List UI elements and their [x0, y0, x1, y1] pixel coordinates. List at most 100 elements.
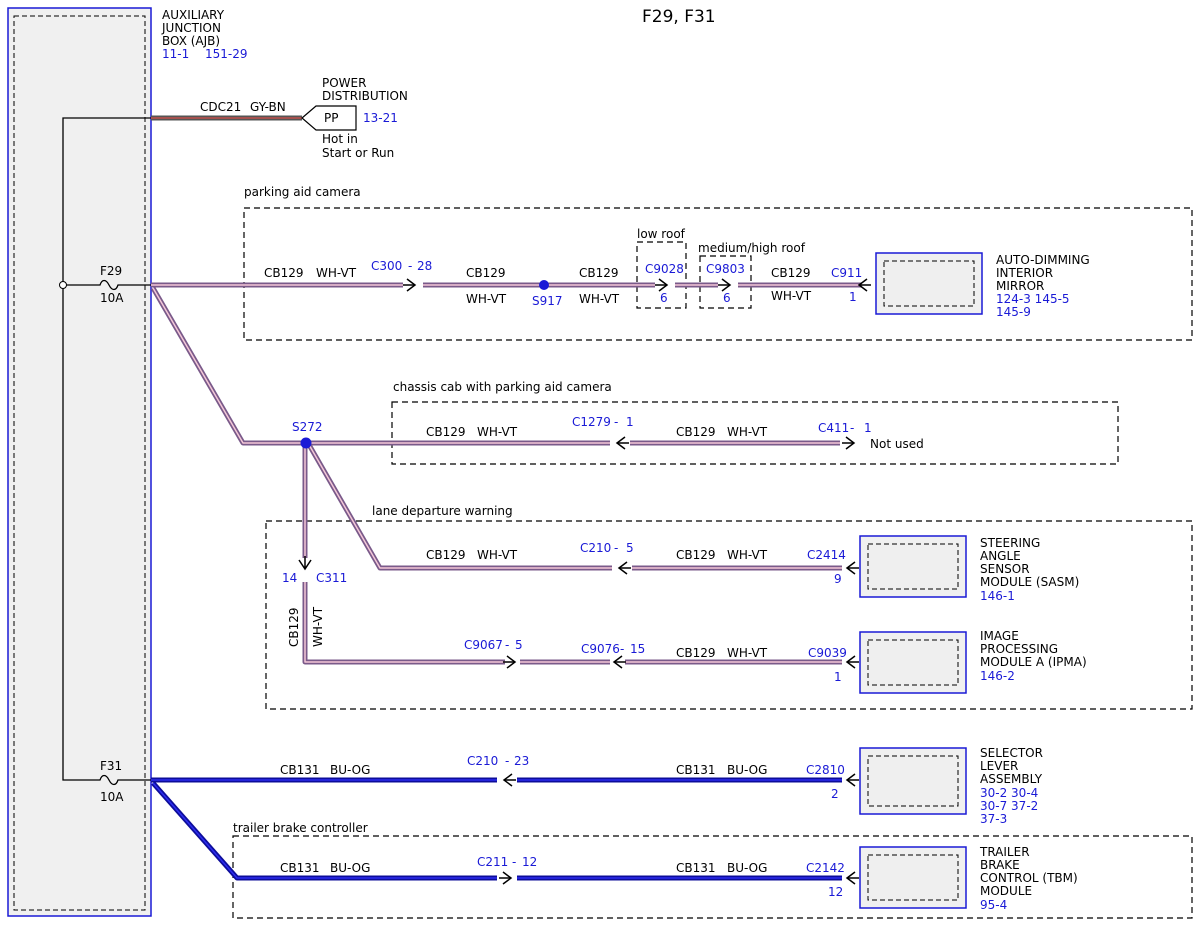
svg-text:-: -: [614, 541, 618, 555]
splice-s917-label: S917: [532, 294, 563, 308]
connector-c300-pin: 28: [417, 259, 432, 273]
wire-cb129-network: [150, 282, 862, 665]
power-label-2: DISTRIBUTION: [322, 89, 408, 103]
diagram-title: F29, F31: [642, 7, 716, 27]
svg-text:-: -: [505, 754, 509, 768]
mirror-label-2: INTERIOR: [996, 266, 1053, 280]
svg-text:-: -: [614, 415, 618, 429]
sasm-label-1: STEERING: [980, 536, 1040, 550]
ajb-ref-2: 151-29: [205, 47, 248, 61]
connector-c9067: C9067: [464, 638, 503, 652]
connector-c210-selector: C210: [467, 754, 498, 768]
parking-seg1-circuit: CB129: [264, 266, 304, 280]
chassis-not-used: Not used: [870, 437, 924, 451]
connector-c210-sasm: C210: [580, 541, 611, 555]
connector-c9028-pin: 6: [660, 291, 668, 305]
ajb-bus-node: [59, 281, 67, 289]
selector-seg1-color: BU-OG: [330, 763, 370, 777]
ipma-seg-color: WH-VT: [727, 646, 768, 660]
section-lane-label: lane departure warning: [372, 504, 513, 518]
connector-c9803: C9803: [706, 262, 745, 276]
power-ref: 13-21: [363, 111, 398, 125]
parking-seg2-color: WH-VT: [466, 292, 507, 306]
mirror-refs-1: 124-3 145-5: [996, 292, 1070, 306]
connector-c1279-pin: 1: [626, 415, 634, 429]
power-label-1: POWER: [322, 76, 366, 90]
wire-cdc21-color: GY-BN: [250, 100, 286, 114]
connector-c9076-pin: 15: [630, 642, 645, 656]
mirror-label-1: AUTO-DIMMING: [996, 253, 1090, 267]
parking-seg1-color: WH-VT: [316, 266, 357, 280]
connector-c2810-arrow: [846, 773, 860, 787]
sasm-label-2: ANGLE: [980, 549, 1021, 563]
fuse-f31-rating: 10A: [100, 790, 124, 804]
connector-c300: C300: [371, 259, 402, 273]
fuse-f29-symbol: [98, 279, 151, 291]
tbm-label-2: BRAKE: [980, 858, 1020, 872]
module-selector-inner: [867, 755, 959, 807]
connector-c210-sasm-arrow: [618, 561, 632, 575]
selector-label-1: SELECTOR: [980, 746, 1043, 760]
trailer-seg2-circuit: CB131: [676, 861, 716, 875]
connector-c1279-arrow: [616, 436, 630, 450]
parking-seg3-circuit: CB129: [579, 266, 619, 280]
connector-c2810: C2810: [806, 763, 845, 777]
wire-cdc21-circuit: CDC21: [200, 100, 241, 114]
ajb-label-3: BOX (AJB): [162, 34, 220, 48]
sasm-seg2-color: WH-VT: [727, 548, 768, 562]
svg-text:-: -: [620, 642, 624, 656]
connector-c2142-pin: 12: [828, 885, 843, 899]
splice-s272: [300, 437, 312, 449]
connector-c311-pin: 14: [282, 571, 297, 585]
connector-c211-arrow: [498, 871, 512, 885]
connector-c2142: C2142: [806, 861, 845, 875]
connector-c2414: C2414: [807, 548, 846, 562]
fuse-f31-name: F31: [100, 759, 122, 773]
module-tbm-inner: [867, 854, 959, 901]
chassis-seg2-circuit: CB129: [676, 425, 716, 439]
connector-c210-selector-arrow: [503, 773, 517, 787]
connector-c9028: C9028: [645, 262, 684, 276]
section-low-roof-box: [636, 241, 687, 309]
ajb-label-2: JUNCTION: [161, 21, 221, 35]
section-medium-roof-label: medium/high roof: [698, 241, 806, 255]
section-chassis-box: [391, 401, 1119, 465]
selector-seg1-circuit: CB131: [280, 763, 320, 777]
connector-c411-arrow: [841, 436, 855, 450]
connector-c2142-arrow: [846, 871, 860, 885]
connector-c311: C311: [316, 571, 347, 585]
connector-c2414-arrow: [846, 561, 860, 575]
section-parking-label: parking aid camera: [244, 185, 361, 199]
connector-c9028-arrow: [654, 278, 668, 292]
connector-c9803-arrow: [717, 278, 731, 292]
connector-c9039: C9039: [808, 646, 847, 660]
trailer-seg1-color: BU-OG: [330, 861, 370, 875]
tbm-label-4: MODULE: [980, 884, 1032, 898]
sasm-seg1-circuit: CB129: [426, 548, 466, 562]
ipma-label-3: MODULE A (IPMA): [980, 655, 1087, 669]
section-medium-roof-box: [699, 255, 752, 309]
power-note-1: Hot in: [322, 132, 358, 146]
ipma-seg-circuit: CB129: [676, 646, 716, 660]
connector-c311-arrow: [298, 556, 312, 571]
ajb-label-1: AUXILIARY: [162, 8, 225, 22]
connector-c9067-pin: 5: [515, 638, 523, 652]
selector-seg2-color: BU-OG: [727, 763, 767, 777]
selector-refs-2: 30-7 37-2: [980, 799, 1038, 813]
sasm-ref: 146-1: [980, 589, 1015, 603]
sasm-seg2-circuit: CB129: [676, 548, 716, 562]
sasm-label-3: SENSOR: [980, 562, 1030, 576]
splice-s917: [539, 280, 549, 290]
section-chassis-label: chassis cab with parking aid camera: [393, 380, 612, 394]
svg-text:-: -: [505, 638, 509, 652]
chassis-seg1-color: WH-VT: [477, 425, 518, 439]
power-note-2: Start or Run: [322, 146, 394, 160]
selector-seg2-circuit: CB131: [676, 763, 716, 777]
sasm-seg1-color: WH-VT: [477, 548, 518, 562]
connector-c1279: C1279: [572, 415, 611, 429]
connector-c2810-pin: 2: [831, 787, 839, 801]
chassis-seg1-circuit: CB129: [426, 425, 466, 439]
sasm-label-4: MODULE (SASM): [980, 575, 1079, 589]
mirror-label-3: MIRROR: [996, 279, 1044, 293]
